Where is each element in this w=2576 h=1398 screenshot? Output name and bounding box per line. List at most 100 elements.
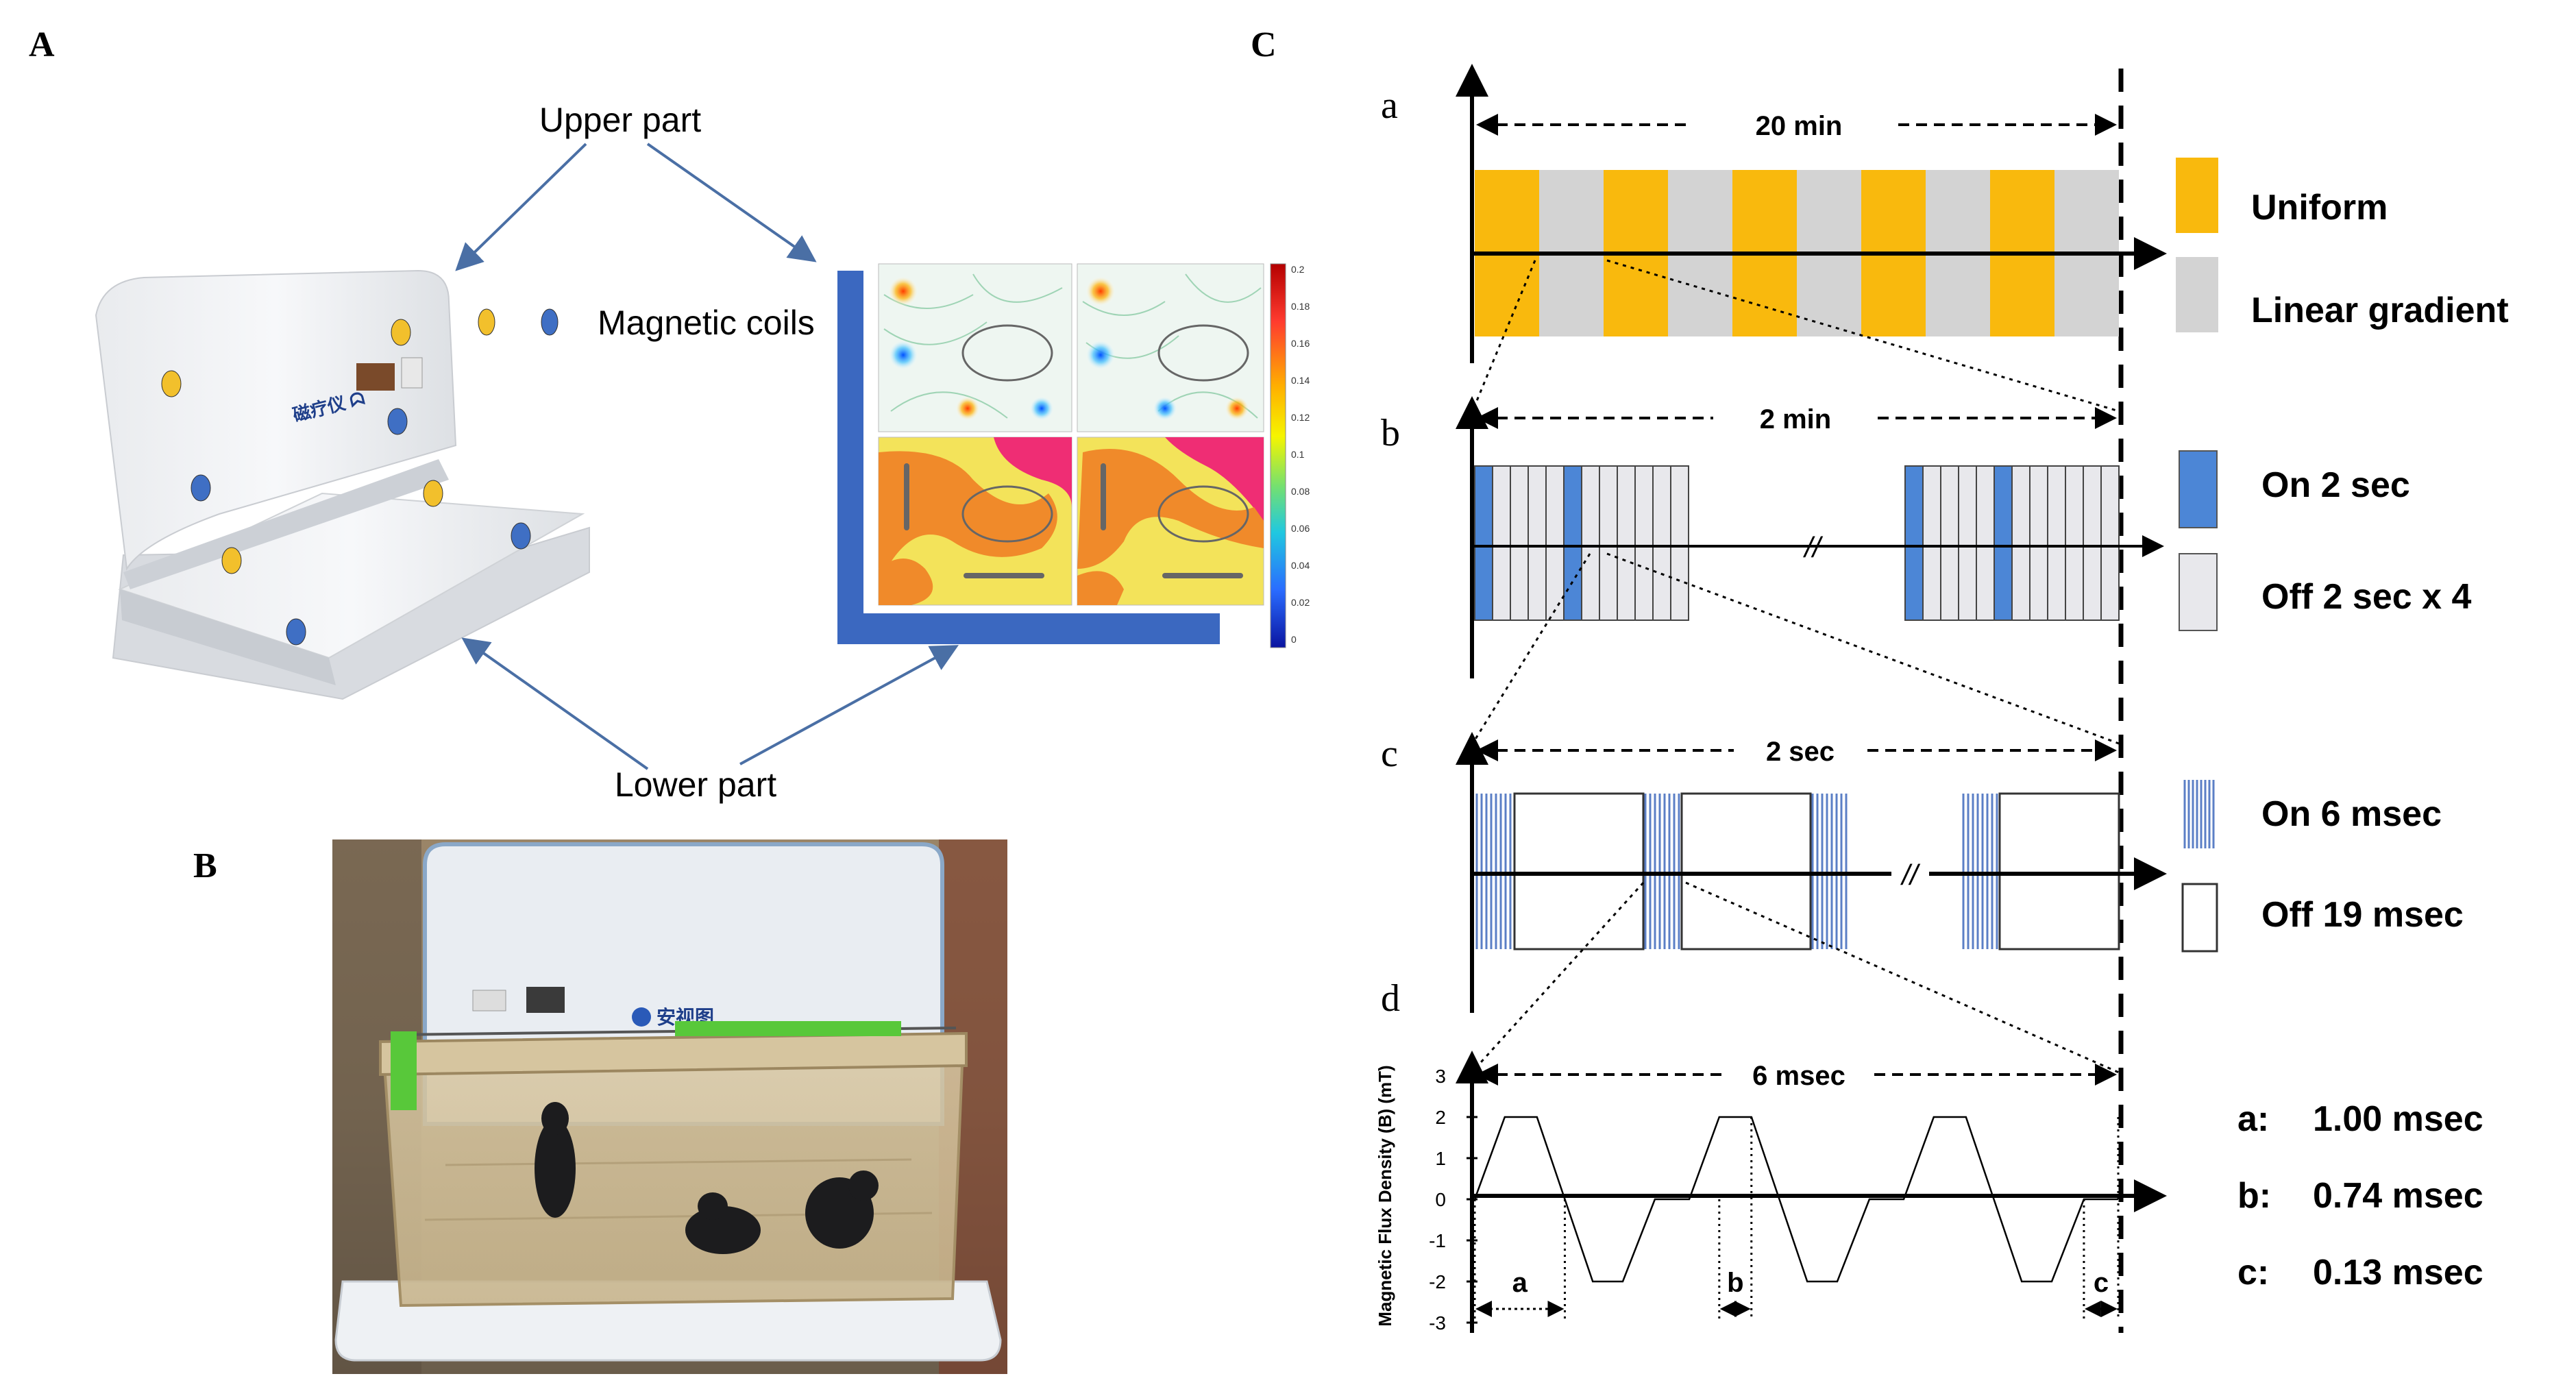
y-tick-label: -3 xyxy=(1429,1312,1446,1334)
on-interval xyxy=(1994,465,2013,621)
off-interval xyxy=(1958,465,1977,621)
coil-device-illustration: 磁疗仪 ᗣ xyxy=(95,269,590,700)
photo-green-clip xyxy=(391,1031,417,1110)
timing-a-key: a: xyxy=(2237,1099,2269,1139)
lower-part-label: Lower part xyxy=(615,765,776,804)
coil-yellow xyxy=(423,480,443,507)
device-display xyxy=(356,363,395,391)
legend-off-2sec-label: Off 2 sec x 4 xyxy=(2261,577,2471,617)
off-interval xyxy=(1545,465,1565,621)
zoom-line xyxy=(1473,553,1591,741)
timing-marker-label: c xyxy=(2094,1268,2109,1298)
colorbar-tick-label: 0.14 xyxy=(1291,375,1310,386)
y-tick-label: 3 xyxy=(1435,1066,1446,1087)
coil-yellow xyxy=(221,547,242,574)
colorbar-tick-label: 0.18 xyxy=(1291,301,1310,312)
row-c-axis-break: // xyxy=(1900,859,1921,891)
coil-legend-yellow-icon xyxy=(478,308,495,336)
timing-marker-label: a xyxy=(1512,1268,1528,1298)
timing-c-key: c: xyxy=(2237,1253,2269,1292)
off-interval xyxy=(1670,465,1689,621)
y-tick-label: -1 xyxy=(1429,1230,1446,1251)
legend-uniform-swatch xyxy=(2176,158,2218,233)
coil-yellow xyxy=(161,370,182,397)
row-b-duration: 2 min xyxy=(1760,404,1831,434)
row-a-timeline: 20 min xyxy=(1456,64,2167,363)
colorbar-tick-label: 0.12 xyxy=(1291,412,1310,423)
off-interval xyxy=(2100,465,2120,621)
sim-frame-vertical xyxy=(837,271,863,644)
row-b-blocks xyxy=(1474,465,2120,621)
legend-off-19msec-label: Off 19 msec xyxy=(2261,895,2464,935)
panel-c: C a b c d 20 min // 2 min xyxy=(1251,25,2509,1334)
field-simulation: 0.20.180.160.140.120.10.080.060.040.020 xyxy=(837,263,1310,648)
colorbar-tick-label: 0.08 xyxy=(1291,486,1310,497)
off-interval xyxy=(1940,465,1959,621)
legend-row-a: Uniform Linear gradient xyxy=(2176,158,2509,332)
lower-arrow-device xyxy=(461,637,649,770)
colorbar-tick-label: 0.1 xyxy=(1291,449,1305,460)
row-tag-c: c xyxy=(1381,733,1398,775)
row-c-timeline: // 2 sec xyxy=(1456,732,2167,1013)
upper-arrow-sim xyxy=(646,143,817,262)
row-d-waveform-trace xyxy=(1473,1116,2118,1283)
colorbar-tick-label: 0 xyxy=(1291,634,1297,645)
row-tag-d: d xyxy=(1381,977,1400,1020)
legend-off-19msec-swatch xyxy=(2181,883,2218,953)
off-interval xyxy=(1581,465,1600,621)
sim-colorbar xyxy=(1270,263,1286,648)
device-upper-part xyxy=(95,269,457,571)
legend-row-b: On 2 sec Off 2 sec x 4 xyxy=(2179,450,2471,631)
sim-map-bottom-right xyxy=(1077,437,1264,606)
zoom-line xyxy=(1606,552,2120,745)
off-interval xyxy=(1599,465,1618,621)
on-interval xyxy=(1563,465,1582,621)
legend-off-2sec-swatch xyxy=(2179,553,2218,631)
row-a-duration: 20 min xyxy=(1756,111,1843,141)
coil-blue xyxy=(191,474,211,502)
coil-blue xyxy=(511,522,531,550)
panel-letter-a: A xyxy=(29,25,55,64)
legend-on-2sec-label: On 2 sec xyxy=(2261,465,2410,505)
sim-map-top-right xyxy=(1077,263,1264,432)
coil-blue xyxy=(286,618,306,646)
legend-gradient-label: Linear gradient xyxy=(2251,291,2509,330)
legend-on-2sec-swatch xyxy=(2179,450,2218,528)
row-c-blocks xyxy=(1475,792,2120,951)
on-interval xyxy=(1904,465,1924,621)
legend-row-c: On 6 msec Off 19 msec xyxy=(2181,780,2464,953)
off-interval xyxy=(1528,465,1547,621)
legend-uniform-label: Uniform xyxy=(2251,188,2388,228)
panel-letter-c: C xyxy=(1251,25,1277,64)
sim-map-top-left xyxy=(878,263,1072,432)
zoom-line xyxy=(1606,259,2120,413)
timing-a-value: 1.00 msec xyxy=(2313,1099,2483,1139)
photo-device-display xyxy=(526,987,565,1013)
off-interval xyxy=(2083,465,2102,621)
coil-legend-blue-icon xyxy=(541,308,559,336)
legend-on-6msec-swatch xyxy=(2183,780,2215,848)
device-lower-front xyxy=(120,589,336,685)
zoom-line xyxy=(1473,260,1536,406)
off-interval xyxy=(2011,465,2031,621)
colorbar-tick-label: 0.04 xyxy=(1291,560,1310,571)
device-button-panel xyxy=(401,357,423,389)
panel-a: A Upper part 磁疗仪 ᗣ Magnetic coils xyxy=(29,25,1310,804)
panel-letter-b: B xyxy=(193,846,217,885)
coil-blue xyxy=(387,408,408,435)
off-interval xyxy=(1652,465,1671,621)
sim-map-bottom-left xyxy=(878,437,1072,606)
off-interval xyxy=(2065,465,2084,621)
row-b-axis-break: // xyxy=(1802,531,1824,563)
legend-gradient-swatch xyxy=(2176,257,2218,332)
row-d-y-axis-label: Magnetic Flux Density (B) (mT) xyxy=(1375,1065,1395,1326)
row-b-timeline: // 2 min xyxy=(1456,396,2164,678)
off-interval-box xyxy=(1998,792,2120,951)
photo-mice-cage: 安视图 xyxy=(332,839,1007,1374)
photo-mouse xyxy=(685,1206,761,1254)
colorbar-tick-label: 0.16 xyxy=(1291,338,1310,349)
